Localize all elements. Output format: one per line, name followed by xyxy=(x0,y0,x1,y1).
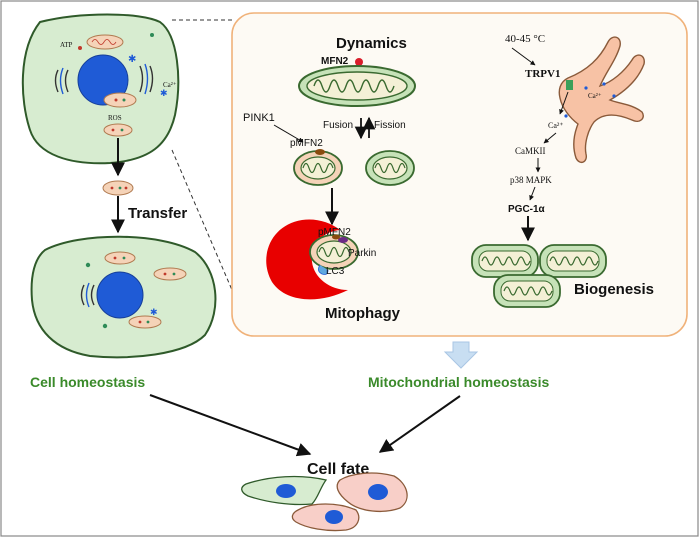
pmfn2-label: pMFN2 xyxy=(290,138,323,149)
fusion-label: Fusion xyxy=(323,120,353,131)
ca-release-arrow xyxy=(559,91,569,115)
mitochondrial-homeostasis-label: Mitochondrial homeostasis xyxy=(368,374,549,390)
ca-star-icon: ✱ xyxy=(128,54,136,65)
ros-label: ROS xyxy=(108,114,122,122)
zoom-line-bottom xyxy=(171,149,233,291)
camkii-label: CaMKII xyxy=(515,146,546,156)
pink1-arrow xyxy=(273,124,304,143)
fused-mitochondrion xyxy=(298,65,416,107)
recipient-dot-green-1 xyxy=(85,262,91,268)
p38-to-pgc-arrow xyxy=(529,186,536,201)
recipient-er xyxy=(80,282,95,308)
source-dot-red xyxy=(78,46,82,50)
lc3-label: LC3 xyxy=(326,266,345,277)
fragmented-mitochondrion-left xyxy=(293,149,343,186)
fragmented-mitochondrion-right xyxy=(365,150,415,186)
new-mitochondrion-left xyxy=(471,244,539,278)
dynamics-title: Dynamics xyxy=(336,35,407,52)
source-mitochondrion-top xyxy=(86,34,124,50)
er-ca-label: Ca²⁺ xyxy=(588,92,602,100)
recipient-cell-nucleus xyxy=(96,271,144,319)
cell-to-fate-arrow xyxy=(149,394,312,457)
recipient-mitochondrion-right xyxy=(153,267,187,281)
source-cell: ✱ ✱ ATP Ca²⁺ ROS xyxy=(21,13,180,165)
recipient-cell: ✱ xyxy=(30,235,217,359)
source-dot-green xyxy=(150,33,154,37)
parkin-label: Parkin xyxy=(348,248,376,259)
source-er-right xyxy=(139,63,154,95)
cell-fate-label: Cell fate xyxy=(307,461,369,478)
ca-to-camkii-arrow xyxy=(543,132,557,144)
ca-star-icon-2: ✱ xyxy=(160,88,168,98)
transfer-label: Transfer xyxy=(128,205,187,222)
cyto-ca-label: Ca²⁺ xyxy=(548,121,564,130)
cell-homeostasis-label: Cell homeostasis xyxy=(30,374,145,390)
mfn2-dot xyxy=(355,58,363,66)
source-er-left xyxy=(54,67,69,95)
fate-cell-pink-right xyxy=(336,472,408,513)
pgc-label: PGC-1α xyxy=(508,204,546,215)
source-mitochondrion-bottom xyxy=(103,123,133,137)
temperature-label: 40-45 °C xyxy=(505,33,545,45)
fission-label: Fission xyxy=(374,120,406,131)
ca-star-icon-3: ✱ xyxy=(150,307,158,317)
pmfn2-mitophagy-label: pMFN2 xyxy=(318,227,351,238)
mfn2-label: MFN2 xyxy=(321,56,349,67)
mito-to-fate-arrow xyxy=(378,395,461,453)
temp-arrow xyxy=(511,47,536,66)
source-mitochondrion-right xyxy=(103,92,137,108)
biogenesis-title: Biogenesis xyxy=(574,281,654,298)
source-ca-label: Ca²⁺ xyxy=(163,81,177,89)
atp-label: ATP xyxy=(60,41,73,49)
mitophagy-title: Mitophagy xyxy=(325,305,401,322)
lc3-marker xyxy=(318,264,329,275)
cyto-ca-dot xyxy=(564,114,568,118)
trpv1-label: TRPV1 xyxy=(525,68,560,80)
er-ca-dot-2 xyxy=(602,82,606,86)
er-ca-dot-3 xyxy=(612,94,616,98)
recipient-dot-green-2 xyxy=(102,323,108,329)
p38-label: p38 MAPK xyxy=(510,175,552,185)
new-mitochondrion-bottom xyxy=(493,274,561,308)
lysosome xyxy=(266,219,348,300)
panel-outcome-arrow xyxy=(443,341,479,369)
trpv1-channel xyxy=(566,80,573,90)
fate-cell-green xyxy=(241,475,328,506)
pink1-label: PINK1 xyxy=(243,112,275,124)
er-ca-dot-1 xyxy=(584,86,588,90)
fate-cell-pink-bottom xyxy=(291,503,360,532)
endoplasmic-reticulum xyxy=(558,36,645,164)
recipient-mitochondrion-top xyxy=(104,251,136,265)
source-cell-nucleus xyxy=(77,54,129,106)
transferred-mitochondrion xyxy=(102,180,134,196)
recipient-mitochondrion-bottom xyxy=(128,315,162,329)
engulfed-mitochondrion xyxy=(309,234,359,275)
new-mitochondrion-right xyxy=(539,244,607,278)
